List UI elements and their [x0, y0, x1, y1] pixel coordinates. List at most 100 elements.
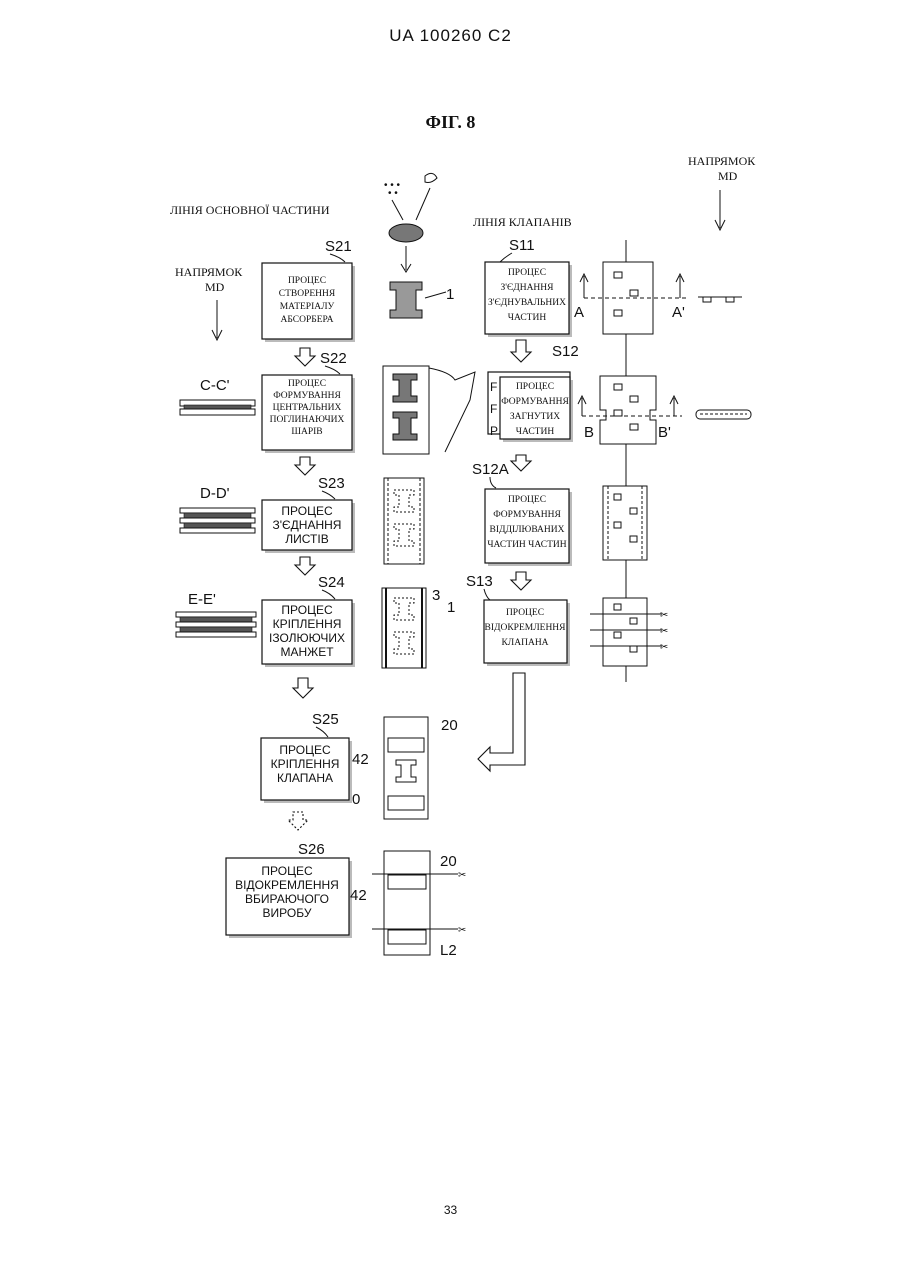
step-s12: S12 F F P ПРОЦЕС ФОРМУВАННЯ ЗАГНУТИХ ЧАС…: [488, 343, 579, 442]
section-cc: C-C': [180, 377, 255, 415]
svg-text:B': B': [658, 424, 671, 441]
svg-text:S23: S23: [318, 475, 345, 492]
svg-text:D-D': D-D': [200, 485, 230, 502]
svg-text:S22: S22: [320, 350, 347, 367]
svg-text:ВИРОБУ: ВИРОБУ: [263, 906, 312, 920]
svg-text:ПРОЦЕС: ПРОЦЕС: [508, 495, 546, 505]
svg-text:ЧАСТИН: ЧАСТИН: [516, 427, 555, 437]
svg-text:0: 0: [352, 791, 360, 808]
step-s23: S23 ПРОЦЕС З'ЄДНАННЯ ЛИСТІВ: [262, 475, 355, 553]
svg-text:S24: S24: [318, 574, 345, 591]
step-s21: S21 ПРОЦЕС СТВОРЕННЯ МАТЕРІАЛУ АБСОРБЕРА: [262, 238, 355, 342]
svg-text:42: 42: [352, 751, 369, 768]
svg-text:КЛАПАНА: КЛАПАНА: [277, 771, 333, 785]
svg-text:S21: S21: [325, 238, 352, 255]
md-direction-right-label-1: НАПРЯМОК: [688, 154, 756, 168]
svg-text:S12A: S12A: [472, 461, 509, 478]
svg-text:МАНЖЕТ: МАНЖЕТ: [280, 645, 334, 659]
svg-text:S11: S11: [509, 237, 535, 254]
svg-text:ЗАГНУТИХ: ЗАГНУТИХ: [510, 412, 560, 422]
svg-text:ФОРМУВАННЯ: ФОРМУВАННЯ: [493, 510, 561, 520]
svg-text:ПРОЦЕС: ПРОЦЕС: [516, 382, 554, 392]
svg-text:✂: ✂: [660, 610, 668, 621]
svg-text:S12: S12: [552, 343, 579, 360]
svg-text:S13: S13: [466, 573, 493, 590]
md-direction-main-label-1: НАПРЯМОК: [175, 265, 243, 279]
svg-text:З'ЄДНАННЯ: З'ЄДНАННЯ: [500, 283, 554, 293]
svg-text:42: 42: [350, 887, 367, 904]
step-s12a: S12A ПРОЦЕС ФОРМУВАННЯ ВІДДІЛЮВАНИХ ЧАСТ…: [472, 461, 572, 566]
svg-text:S26: S26: [298, 841, 325, 858]
svg-text:3: 3: [432, 587, 440, 604]
svg-text:КРІПЛЕННЯ: КРІПЛЕННЯ: [271, 757, 340, 771]
step-s24: S24 ПРОЦЕС КРІПЛЕННЯ ІЗОЛЮЮЧИХ МАНЖЕТ: [262, 574, 355, 667]
svg-text:З'ЄДНУВАЛЬНИХ: З'ЄДНУВАЛЬНИХ: [488, 298, 566, 308]
svg-text:✂: ✂: [458, 870, 466, 881]
svg-text:ФОРМУВАННЯ: ФОРМУВАННЯ: [501, 397, 569, 407]
svg-text:КЛАПАНА: КЛАПАНА: [501, 638, 548, 648]
svg-text:F: F: [490, 380, 497, 394]
flap-strip-separable: [603, 486, 647, 560]
svg-text:ВІДОКРЕМЛЕННЯ: ВІДОКРЕМЛЕННЯ: [235, 878, 339, 892]
svg-text:ІЗОЛЮЮЧИХ: ІЗОЛЮЮЧИХ: [269, 631, 345, 645]
svg-text:20: 20: [441, 717, 458, 734]
svg-text:20: 20: [440, 853, 457, 870]
svg-text:З'ЄДНАННЯ: З'ЄДНАННЯ: [273, 518, 342, 532]
flap-line-title: ЛІНІЯ КЛАПАНІВ: [473, 215, 572, 229]
svg-text:ВІДДІЛЮВАНИХ: ВІДДІЛЮВАНИХ: [489, 525, 564, 535]
svg-text:S25: S25: [312, 711, 339, 728]
svg-text:1: 1: [446, 286, 454, 303]
central-layers-sketch: [383, 366, 475, 454]
svg-text:МАТЕРІАЛУ: МАТЕРІАЛУ: [280, 302, 335, 312]
svg-text:КРІПЛЕННЯ: КРІПЛЕННЯ: [273, 617, 342, 631]
md-direction-right-arrow: [715, 190, 725, 230]
flap-strip-a: A A': [574, 262, 742, 334]
svg-text:L2: L2: [440, 942, 457, 959]
svg-text:✂: ✂: [458, 925, 466, 936]
flap-attach-sketch: 20 42 0: [352, 717, 458, 819]
svg-text:✂: ✂: [660, 626, 668, 637]
svg-text:ЧАСТИН ЧАСТИН: ЧАСТИН ЧАСТИН: [487, 540, 566, 550]
svg-text:ВБИРАЮЧОГО: ВБИРАЮЧОГО: [245, 892, 329, 906]
svg-text:• •: • •: [388, 188, 398, 199]
svg-text:B: B: [584, 424, 594, 441]
svg-text:ПРОЦЕС: ПРОЦЕС: [288, 379, 326, 389]
svg-text:A': A': [672, 304, 685, 321]
svg-text:ПРОЦЕС: ПРОЦЕС: [281, 504, 333, 518]
svg-text:ЛИСТІВ: ЛИСТІВ: [285, 532, 328, 546]
svg-text:P: P: [490, 424, 498, 438]
md-direction-main-label-2: MD: [205, 280, 225, 294]
svg-text:✂: ✂: [660, 642, 668, 653]
svg-text:ЧАСТИН: ЧАСТИН: [508, 313, 547, 323]
section-dd: D-D': [180, 485, 255, 533]
sheet-join-sketch: [384, 478, 424, 564]
step-s11: S11 ПРОЦЕС З'ЄДНАННЯ З'ЄДНУВАЛЬНИХ ЧАСТИ…: [485, 237, 572, 337]
leg-cuff-sketch: 3 1: [382, 587, 455, 668]
svg-text:СТВОРЕННЯ: СТВОРЕННЯ: [279, 289, 336, 299]
svg-text:ПРОЦЕС: ПРОЦЕС: [281, 603, 333, 617]
svg-text:АБСОРБЕРА: АБСОРБЕРА: [281, 315, 334, 325]
svg-text:ФОРМУВАННЯ: ФОРМУВАННЯ: [273, 391, 341, 401]
svg-text:E-E': E-E': [188, 591, 216, 608]
svg-text:ВІДОКРЕМЛЕННЯ: ВІДОКРЕМЛЕННЯ: [484, 623, 566, 633]
step-s25: S25 ПРОЦЕС КРІПЛЕННЯ КЛАПАНА: [261, 711, 352, 803]
svg-text:A: A: [574, 304, 584, 321]
section-ee: E-E': [176, 591, 256, 637]
flap-strip-b: B B': [578, 376, 751, 444]
svg-text:ПРОЦЕС: ПРОЦЕС: [506, 608, 544, 618]
svg-text:C-C': C-C': [200, 377, 230, 394]
svg-text:ПРОЦЕС: ПРОЦЕС: [279, 743, 331, 757]
page-number: 33: [0, 1203, 901, 1217]
md-direction-main-arrow: [212, 300, 222, 340]
main-line-title: ЛІНІЯ ОСНОВНОЇ ЧАСТИНИ: [170, 203, 330, 217]
step-s22: S22 ПРОЦЕС ФОРМУВАННЯ ЦЕНТРАЛЬНИХ ПОГЛИН…: [262, 350, 355, 453]
svg-text:ПРОЦЕС: ПРОЦЕС: [288, 276, 326, 286]
svg-text:1: 1: [447, 599, 455, 616]
svg-text:ШАРІВ: ШАРІВ: [291, 427, 322, 437]
article-separate-sketch: ✂ ✂ 20 42 L2: [350, 851, 466, 959]
absorber-material-sketch: • • • • • 1: [384, 173, 454, 318]
svg-text:F: F: [490, 402, 497, 416]
svg-text:ПРОЦЕС: ПРОЦЕС: [508, 268, 546, 278]
md-direction-right-label-2: MD: [718, 169, 738, 183]
